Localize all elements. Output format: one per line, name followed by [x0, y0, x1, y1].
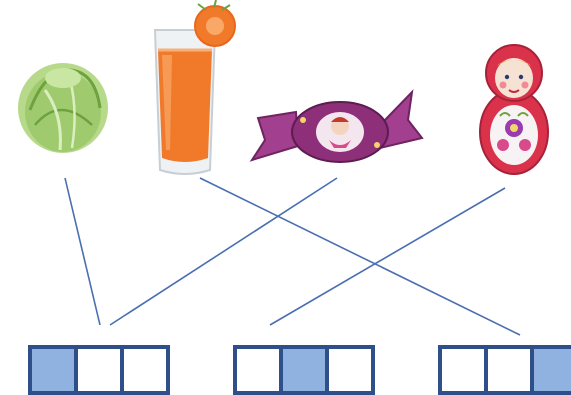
connection-line-juice-scheme-3	[199, 177, 521, 336]
scheme-2-cell-1-empty	[233, 345, 283, 395]
connection-line-matryoshka-scheme-2	[269, 187, 506, 326]
scheme-1	[28, 345, 170, 395]
connection-lines	[64, 177, 521, 336]
cabbage-icon	[18, 63, 108, 153]
scheme-2-cell-2-filled	[279, 345, 329, 395]
scheme-2-cell-3-empty	[325, 345, 375, 395]
scheme-3-cell-1-empty	[438, 345, 488, 395]
matryoshka-doll-icon	[479, 44, 549, 175]
carrot-juice-glass-icon	[153, 0, 236, 175]
scheme-1-cell-1-filled	[28, 345, 78, 395]
connection-line-cabbage-scheme-1	[64, 177, 101, 326]
wrapped-candy-icon	[249, 89, 424, 163]
scheme-2	[233, 345, 375, 395]
scheme-3-cell-2-empty	[484, 345, 534, 395]
scheme-3	[438, 345, 571, 395]
scheme-1-cell-3-empty	[120, 345, 170, 395]
connection-line-candy-scheme-1	[109, 177, 338, 326]
scheme-3-cell-3-filled	[530, 345, 571, 395]
answer-schemes	[28, 345, 571, 395]
scheme-1-cell-2-empty	[74, 345, 124, 395]
